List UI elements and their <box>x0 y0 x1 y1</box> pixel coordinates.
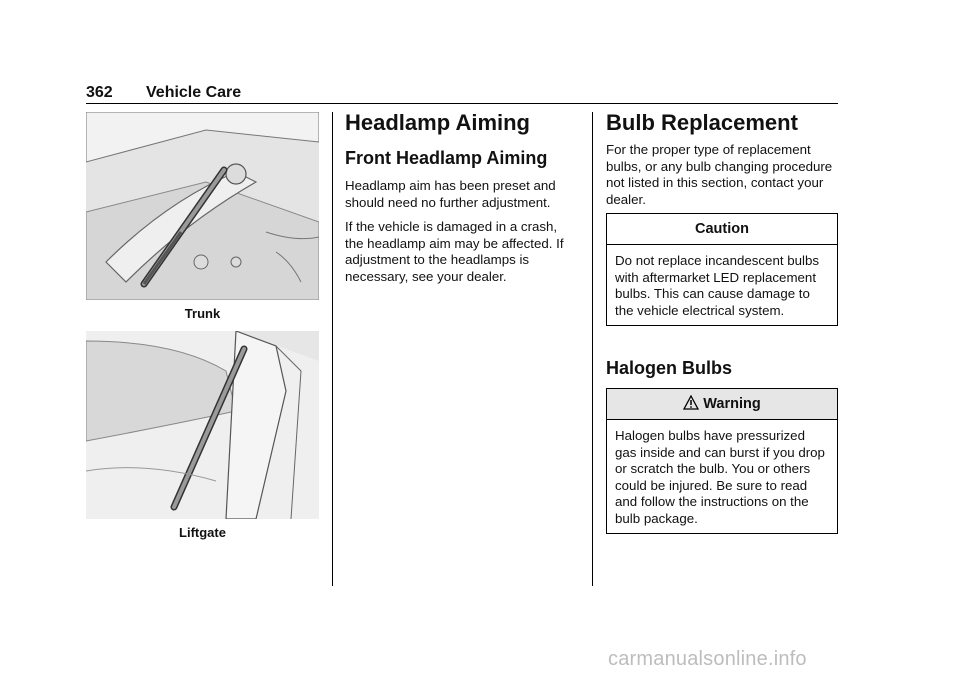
bulb-replacement-title: Bulb Replacement <box>606 110 798 135</box>
header-rule <box>86 103 838 104</box>
warning-triangle-icon <box>683 394 700 414</box>
caution-text: Do not replace incandescent bulbs with a… <box>615 253 820 318</box>
headlamp-paragraph-2: If the vehicle is damaged in a crash, th… <box>345 219 564 284</box>
page-number: 362 <box>86 84 113 101</box>
watermark: carmanualsonline.info <box>608 648 807 670</box>
warning-header: Warning <box>607 389 837 420</box>
caution-box: Caution Do not replace incandescent bulb… <box>606 213 838 326</box>
headlamp-aiming-title: Headlamp Aiming <box>345 110 530 135</box>
liftgate-illustration <box>86 331 319 519</box>
halogen-bulbs-title: Halogen Bulbs <box>606 358 733 378</box>
headlamp-paragraph-1: Headlamp aim has been preset and should … <box>345 178 556 210</box>
column-divider-right <box>592 112 593 586</box>
warning-box: Warning Halogen bulbs have pressurized g… <box>606 388 838 534</box>
headlamp-aiming-section: Headlamp Aiming Front Headlamp Aiming He… <box>345 110 577 285</box>
column-divider-left <box>332 112 333 586</box>
front-headlamp-aiming-subtitle: Front Headlamp Aiming <box>345 148 548 168</box>
figure-caption-liftgate: Liftgate <box>179 525 226 540</box>
bulb-intro-paragraph: For the proper type of replacement bulbs… <box>606 142 833 207</box>
warning-text: Halogen bulbs have pressurized gas insid… <box>615 428 825 526</box>
warning-label: Warning <box>703 396 761 412</box>
page-header: 362 Vehicle Care <box>86 84 838 104</box>
figure-caption-trunk: Trunk <box>184 306 221 321</box>
trunk-illustration <box>86 112 319 300</box>
bulb-replacement-section: Bulb Replacement For the proper type of … <box>606 110 838 208</box>
caution-label: Caution <box>607 214 837 245</box>
section-title: Vehicle Care <box>146 84 242 101</box>
